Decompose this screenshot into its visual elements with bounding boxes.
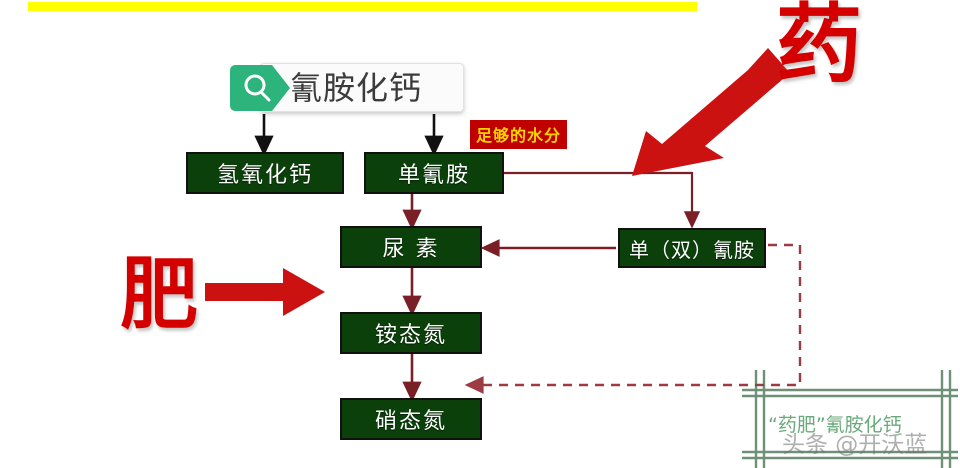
red-arrow-fertilizer xyxy=(205,268,325,316)
node-monocyanamide[interactable]: 单氰胺 xyxy=(364,152,504,194)
node-urea[interactable]: 尿 素 xyxy=(340,226,482,268)
top-yellow-bar xyxy=(28,2,697,11)
red-arrow-medicine xyxy=(632,48,790,176)
annotation-medicine-character: 药 xyxy=(776,0,862,95)
watermark-author: 头条 @开沃蓝 xyxy=(782,432,928,458)
note-sufficient-water: 足够的水分 xyxy=(470,120,568,149)
watermark-title: “药肥”氰胺化钙 xyxy=(768,414,902,436)
node-calcium-hydroxide[interactable]: 氢氧化钙 xyxy=(186,152,344,194)
connector-monocyanamide-to-dicyanamide xyxy=(504,171,701,229)
node-ammonium-nitrogen[interactable]: 铵态氮 xyxy=(340,312,482,354)
search-query-text: 氰胺化钙 xyxy=(290,69,423,107)
node-nitrate-nitrogen[interactable]: 硝态氮 xyxy=(340,398,482,440)
node-di-cyanamide[interactable]: 单（双）氰胺 xyxy=(618,228,766,268)
search-icon[interactable] xyxy=(228,63,292,113)
annotation-fertilizer-character: 肥 xyxy=(120,249,199,340)
search-bar[interactable]: 氰胺化钙 xyxy=(228,63,464,113)
